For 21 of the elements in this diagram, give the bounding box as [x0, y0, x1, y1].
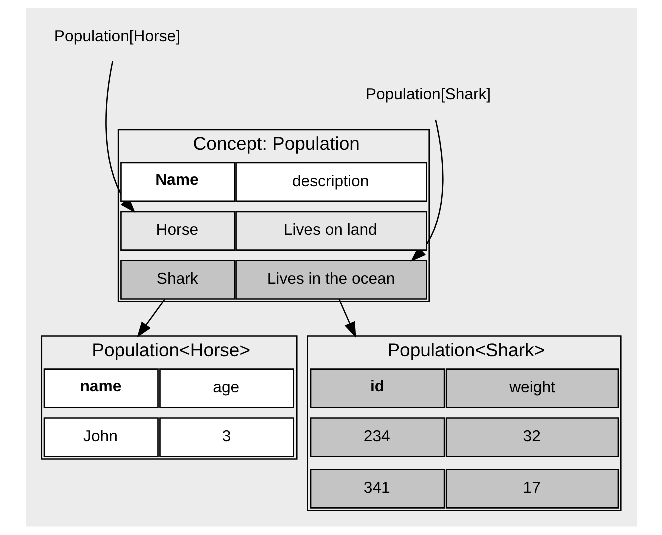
node-box: 234 [310, 418, 445, 458]
node-box: 17 [445, 469, 619, 509]
node-box: John [43, 418, 158, 458]
arrow [410, 120, 444, 262]
node-box: Horse [120, 211, 236, 251]
arrow [338, 299, 356, 338]
node-box: age [159, 368, 294, 408]
node-text: Population[Horse] [54, 28, 180, 46]
node-box: 3 [159, 418, 294, 458]
node-box: 32 [445, 418, 619, 458]
node-box: Name [120, 162, 236, 202]
node-box: description [235, 162, 427, 202]
node-box: name [43, 368, 158, 408]
node-box: Lives in the ocean [235, 260, 427, 300]
node-box: Lives on land [235, 211, 427, 251]
node-box: weight [445, 368, 619, 408]
node-box: Shark [120, 260, 236, 300]
arrow [136, 298, 166, 338]
node-box: id [310, 368, 445, 408]
node-box: 341 [310, 469, 445, 509]
node-text: Population[Shark] [365, 86, 491, 104]
